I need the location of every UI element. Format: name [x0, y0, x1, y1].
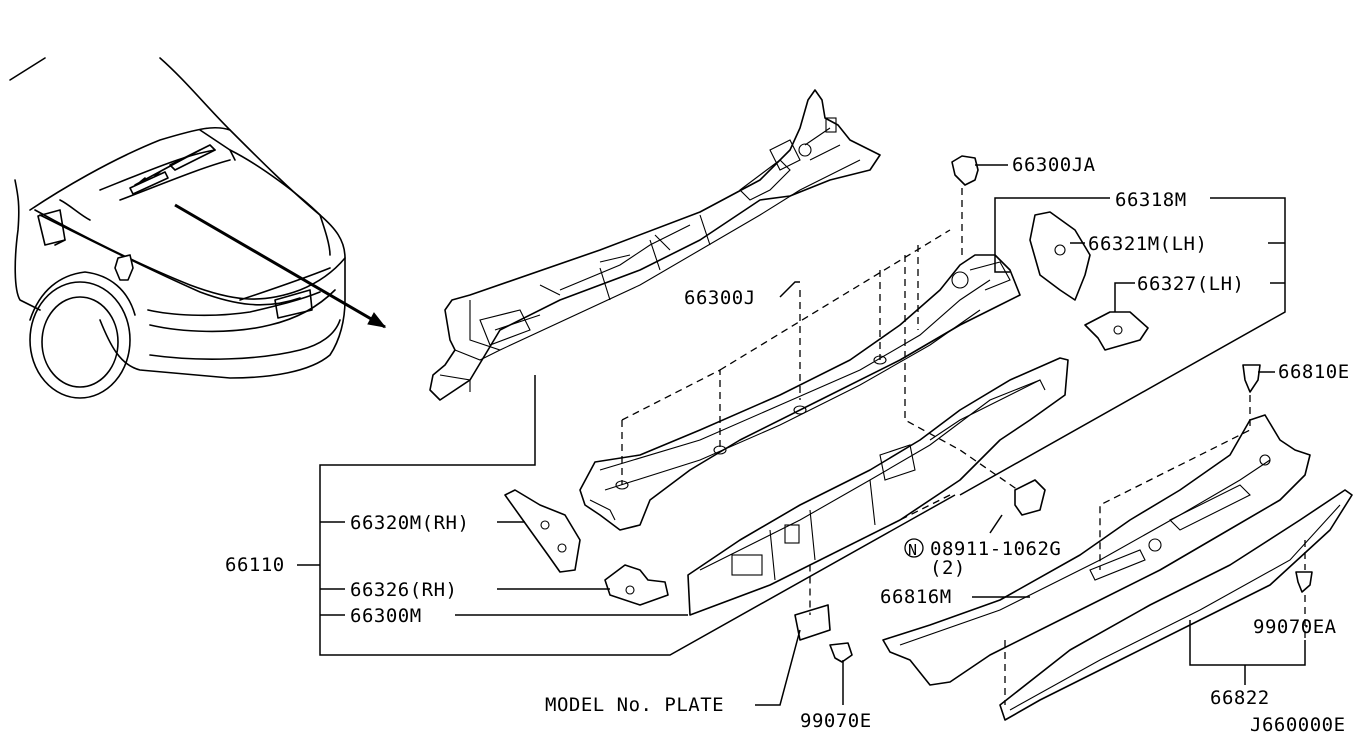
label-66320M-rh: 66320M(RH) — [350, 512, 469, 534]
label-66327-lh: 66327(LH) — [1137, 273, 1244, 295]
label-66816M: 66816M — [880, 586, 952, 608]
dash-lower-panel — [687, 357, 1069, 616]
label-66321M-lh: 66321M(LH) — [1088, 233, 1207, 255]
leader-lines — [297, 164, 1306, 706]
label-66318M: 66318M — [1115, 189, 1187, 211]
diagram-id: J660000E — [1250, 714, 1346, 736]
label-66810E: 66810E — [1278, 361, 1350, 383]
cowl-top-right-part — [882, 414, 1311, 686]
label-model-no-plate: MODEL No. PLATE — [545, 694, 724, 716]
label-08911-1062G: 08911-1062G — [930, 538, 1061, 560]
label-66300M: 66300M — [350, 605, 422, 627]
dashed-guide-lines — [621, 188, 1306, 705]
cowl-top-upper-part — [429, 89, 881, 401]
label-08911-qty: (2) — [930, 557, 966, 579]
label-66822: 66822 — [1210, 687, 1270, 709]
label-99070EA: 99070EA — [1253, 616, 1337, 638]
label-66300JA: 66300JA — [1012, 154, 1096, 176]
car-front-illustration — [9, 57, 387, 399]
label-66326-rh: 66326(RH) — [350, 579, 457, 601]
clip-parts — [114, 155, 1313, 663]
label-99070E: 99070E — [800, 710, 872, 732]
label-66300J: 66300J — [684, 287, 756, 309]
part-labels: 66300JA 66318M 66321M(LH) 66327(LH) 6630… — [225, 154, 1350, 736]
label-66110: 66110 — [225, 554, 285, 576]
n-symbol-circle — [904, 538, 924, 558]
label-n-symbol: N — [908, 541, 918, 559]
bracket-parts — [504, 211, 1149, 606]
cowl-strip-part — [999, 489, 1353, 721]
